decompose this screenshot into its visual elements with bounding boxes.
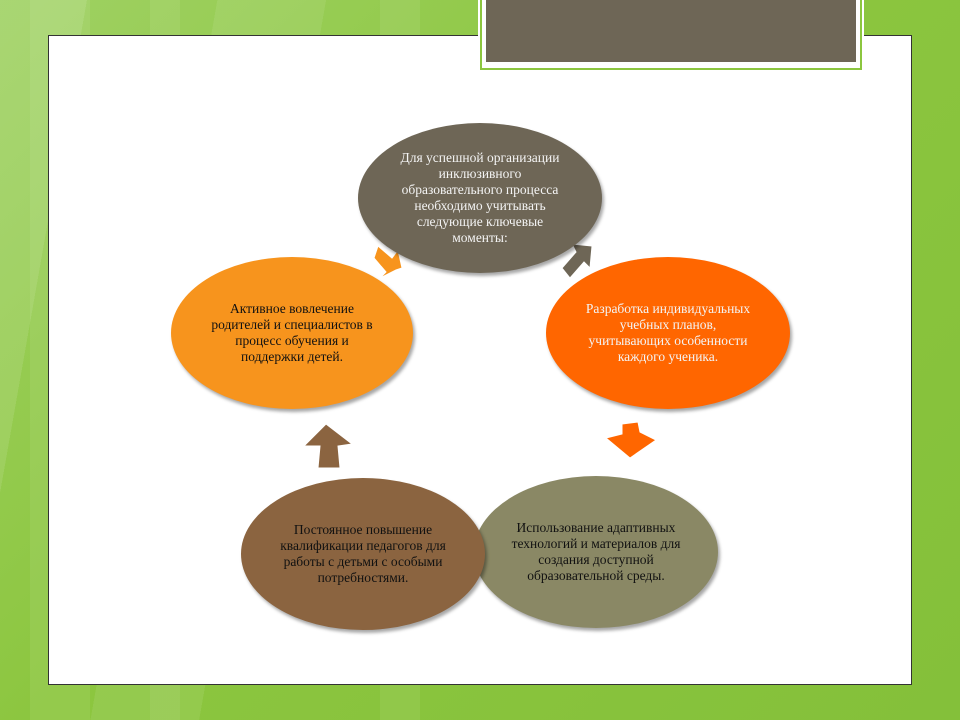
node-individual-plans: Разработка индивидуальных учебных планов… [546,257,790,409]
node-adaptive-technologies: Использование адаптивных технологий и ма… [474,476,718,628]
center-node-text: Для успешной организации инклюзивного об… [400,150,560,245]
arrow-left-to-top [373,245,403,279]
node-teacher-training-text: Постоянное повышение квалификации педаго… [280,522,446,585]
arrow-right-to-bottom-right [604,421,657,459]
center-node: Для успешной организации инклюзивного об… [358,123,602,273]
node-parent-involvement-text: Активное вовлечение родителей и специали… [211,301,373,364]
title-tab-block [486,0,856,62]
node-parent-involvement: Активное вовлечение родителей и специали… [171,257,413,409]
arrow-bottom-left-to-left [302,423,354,469]
arrow-top-to-right [561,243,593,279]
node-adaptive-technologies-text: Использование адаптивных технологий и ма… [511,520,681,583]
node-teacher-training: Постоянное повышение квалификации педаго… [241,478,485,630]
node-individual-plans-text: Разработка индивидуальных учебных планов… [585,301,751,364]
title-tab-border [480,0,862,70]
